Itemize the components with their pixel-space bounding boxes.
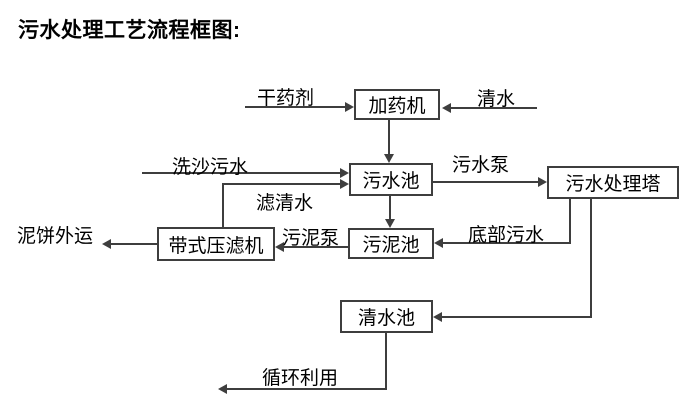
edge-bottom-sewage-vline	[569, 199, 571, 244]
label-sand-washing-sewage: 洗沙污水	[172, 157, 249, 178]
node-dosing-machine-label: 加药机	[368, 96, 426, 117]
edge-tower-to-clean-hline	[442, 316, 592, 318]
node-belt-filter-press-label: 带式压滤机	[168, 235, 264, 257]
arrowhead-left-icon	[434, 238, 443, 248]
edge-filtered-water-vline	[222, 183, 224, 227]
label-dry-chemical: 干药剂	[257, 88, 315, 109]
node-sewage-pool-label: 污水池	[362, 171, 420, 192]
arrowhead-left-icon	[218, 384, 227, 394]
edge-tower-to-clean-vline	[590, 199, 592, 318]
arrowhead-left-icon	[442, 103, 451, 113]
label-recycle-use: 循环利用	[262, 368, 339, 389]
edge-clean-water-line	[451, 107, 537, 109]
arrowhead-left-icon	[102, 239, 111, 249]
arrowhead-right-icon	[538, 177, 547, 187]
node-sewage-treatment-tower: 污水处理塔	[547, 166, 679, 199]
node-dosing-machine: 加药机	[354, 89, 440, 120]
label-bottom-sewage: 底部污水	[468, 225, 545, 246]
arrowhead-left-icon	[275, 242, 284, 252]
edge-sludge-pump-line	[284, 246, 348, 248]
node-sludge-pool: 污泥池	[348, 228, 434, 259]
label-mud-cake-out: 泥饼外运	[17, 226, 94, 247]
node-sludge-pool-label: 污泥池	[362, 235, 420, 256]
label-filtered-water: 滤清水	[256, 193, 314, 214]
edge-mud-cake-line	[111, 243, 157, 245]
node-clean-water-pool: 清水池	[340, 300, 433, 333]
node-sewage-pool: 污水池	[349, 163, 433, 196]
arrowhead-down-icon	[385, 219, 395, 228]
edge-filtered-water-hline	[222, 183, 340, 185]
edge-sewage-to-sludge-line	[389, 196, 391, 219]
node-clean-water-pool-label: 清水池	[357, 308, 415, 329]
arrowhead-right-icon	[340, 179, 349, 189]
edge-dry-chemical-line	[245, 106, 345, 108]
edge-sand-washing-line	[142, 172, 340, 174]
arrowhead-right-icon	[340, 168, 349, 178]
diagram-title: 污水处理工艺流程框图:	[18, 19, 241, 42]
label-clean-water: 清水	[477, 89, 516, 110]
edge-dosing-to-sewage-line	[388, 120, 390, 154]
arrowhead-down-icon	[384, 154, 394, 163]
arrowhead-left-icon	[433, 312, 442, 322]
edge-recycle-hline	[227, 388, 387, 390]
node-sewage-treatment-tower-label: 污水处理塔	[565, 174, 661, 195]
edge-recycle-vline	[385, 333, 387, 389]
label-sludge-pump: 污泥泵	[282, 228, 340, 249]
edge-bottom-sewage-hline	[443, 242, 571, 244]
node-belt-filter-press: 带式压滤机	[157, 227, 275, 261]
arrowhead-right-icon	[345, 102, 354, 112]
edge-sewage-pump-line	[433, 181, 538, 183]
label-sewage-pump: 污水泵	[452, 155, 510, 176]
